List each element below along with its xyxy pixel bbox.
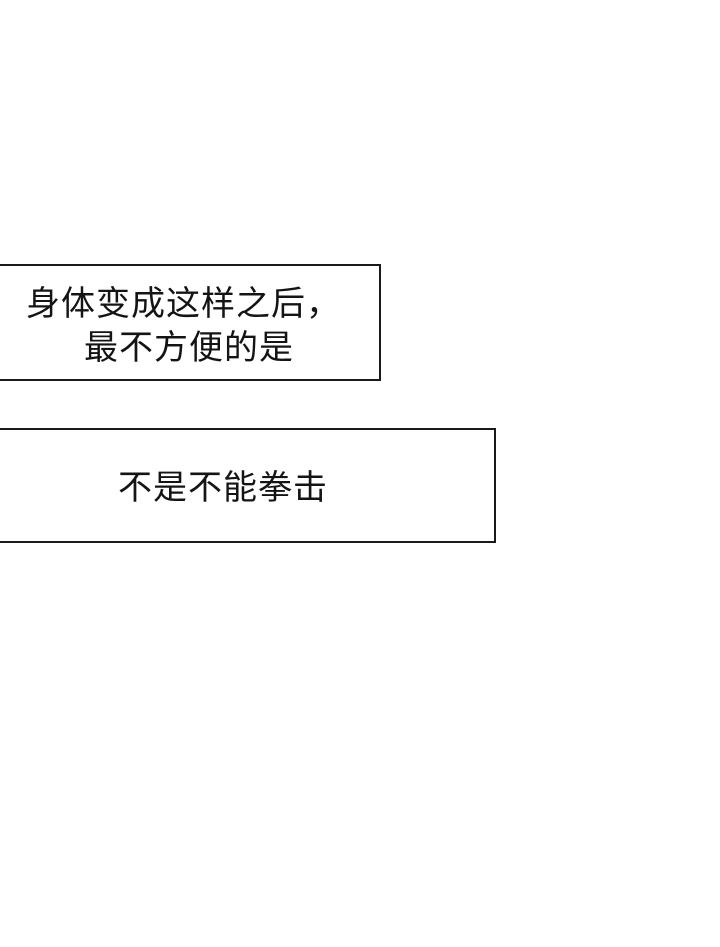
caption-box-1: 身体变成这样之后， 最不方便的是	[0, 264, 381, 381]
caption-1-line-2: 最不方便的是	[84, 328, 294, 368]
caption-1-line-1: 身体变成这样之后，	[26, 284, 341, 324]
caption-2-line-1: 不是不能拳击	[118, 468, 328, 508]
caption-box-2: 不是不能拳击	[0, 428, 496, 543]
